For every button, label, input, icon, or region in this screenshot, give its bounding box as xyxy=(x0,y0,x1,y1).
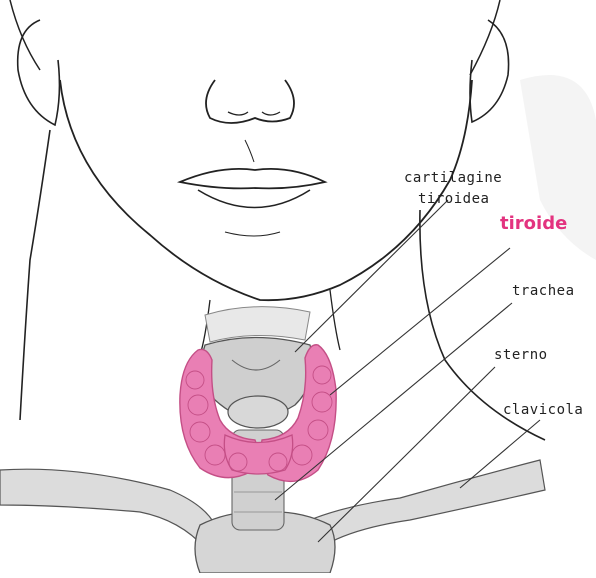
lower-lip xyxy=(198,190,310,208)
neck-inner-right xyxy=(330,290,340,350)
label-clavicola: clavicola xyxy=(503,402,583,418)
cricoid-cartilage xyxy=(228,396,288,428)
label-cartilagine: cartilagine xyxy=(404,170,502,186)
upper-lip xyxy=(180,169,325,189)
neck-left-outline xyxy=(20,130,50,420)
left-ear xyxy=(18,20,60,125)
label-tiroidea: tiroidea xyxy=(418,191,489,207)
leader-cartilage xyxy=(295,200,448,352)
hyoid-region xyxy=(205,307,310,342)
label-tiroide: tiroide xyxy=(500,213,567,234)
chin-crease xyxy=(225,232,280,236)
label-sterno: sterno xyxy=(494,347,548,363)
nostril-left xyxy=(228,112,248,115)
hair-left xyxy=(10,0,40,70)
philtrum xyxy=(245,140,254,162)
left-clavicle xyxy=(0,469,215,548)
right-clavicle xyxy=(315,460,545,545)
label-trachea: trachea xyxy=(512,283,575,299)
leader-thyroid xyxy=(330,248,510,395)
hair-right xyxy=(470,0,500,75)
nostril-right xyxy=(262,112,280,115)
jaw-outline xyxy=(60,80,472,300)
nose xyxy=(206,80,294,123)
